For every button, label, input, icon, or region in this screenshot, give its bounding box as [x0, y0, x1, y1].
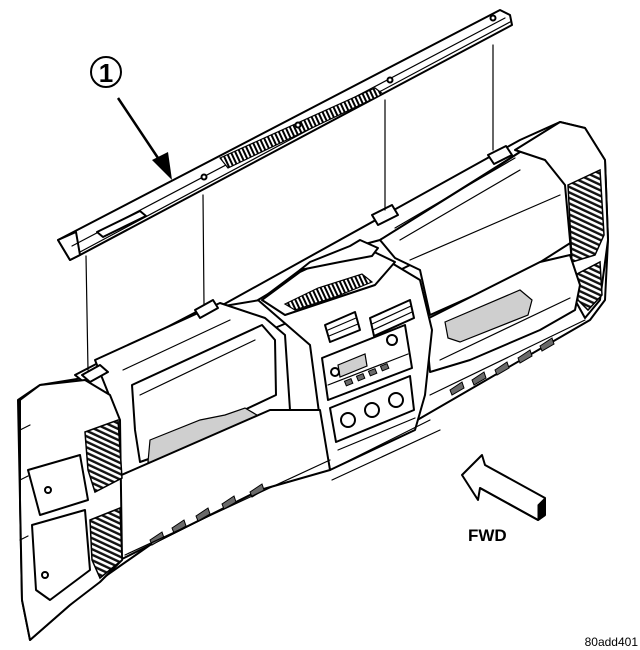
right-end-cap: [514, 121, 609, 319]
alignment-lines: [85, 44, 494, 371]
right-lower-knockouts: [449, 337, 555, 396]
left-end-cap: [19, 379, 123, 641]
right-speaker-grille: [567, 168, 605, 263]
defroster-vent: [219, 87, 385, 169]
center-top-vent: [283, 273, 374, 311]
left-speaker-grille: [84, 418, 123, 494]
forward-arrow: FWD: [461, 454, 546, 545]
instrument-panel: [17, 121, 609, 641]
left-lower-vent: [89, 506, 123, 580]
glove-box-handle: [444, 289, 533, 343]
callout-leader: [116, 97, 164, 165]
callout-number: 1: [99, 58, 113, 88]
callout-circle: [90, 56, 122, 88]
figure-id: 80add401: [585, 635, 639, 649]
fwd-arrow-icon: [461, 454, 546, 521]
callout-1: 1: [90, 56, 172, 180]
callout-arrowhead: [152, 152, 172, 180]
defroster-panel: [57, 9, 513, 261]
radio-buttons: [330, 334, 398, 387]
fwd-label: FWD: [468, 526, 507, 545]
cover-slot: [96, 210, 147, 238]
